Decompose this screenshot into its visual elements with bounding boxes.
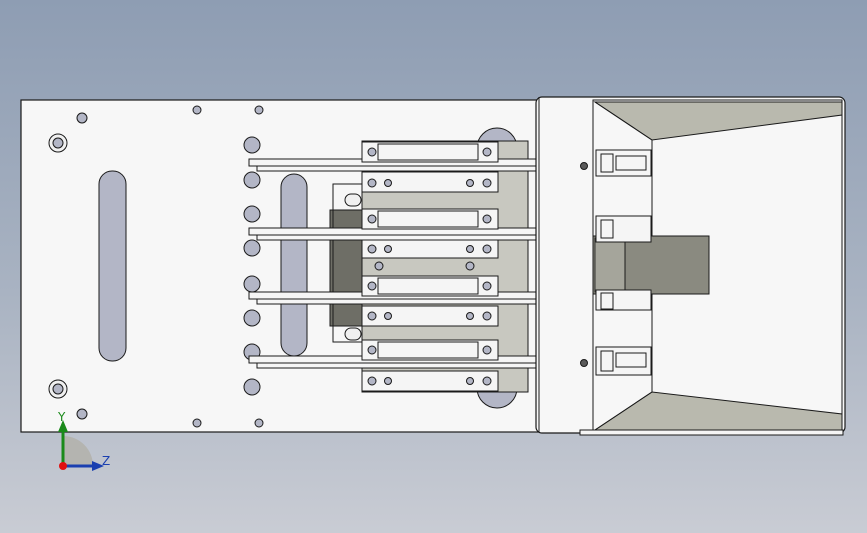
bracket-tab-bottom	[344, 327, 362, 341]
axis-y-label: Y	[58, 410, 66, 424]
screw-bottom	[580, 359, 588, 367]
axis-z-label: Z	[102, 454, 111, 468]
slot-hole-left	[98, 170, 127, 362]
coordinate-triad[interactable]: Y Z	[48, 408, 118, 478]
screw-top	[580, 162, 588, 170]
rail-2	[248, 208, 746, 259]
mount-holes-column	[243, 136, 261, 396]
bracket-tab-top	[344, 193, 362, 207]
triad-graphic	[58, 420, 104, 471]
dark-block	[329, 209, 365, 327]
rail-3	[248, 275, 746, 327]
bolt-heads	[367, 147, 492, 386]
corner-holes	[48, 105, 264, 428]
hopper-lip	[579, 429, 844, 436]
rail-clamps	[595, 149, 652, 376]
slot-hole-inner	[280, 173, 308, 357]
